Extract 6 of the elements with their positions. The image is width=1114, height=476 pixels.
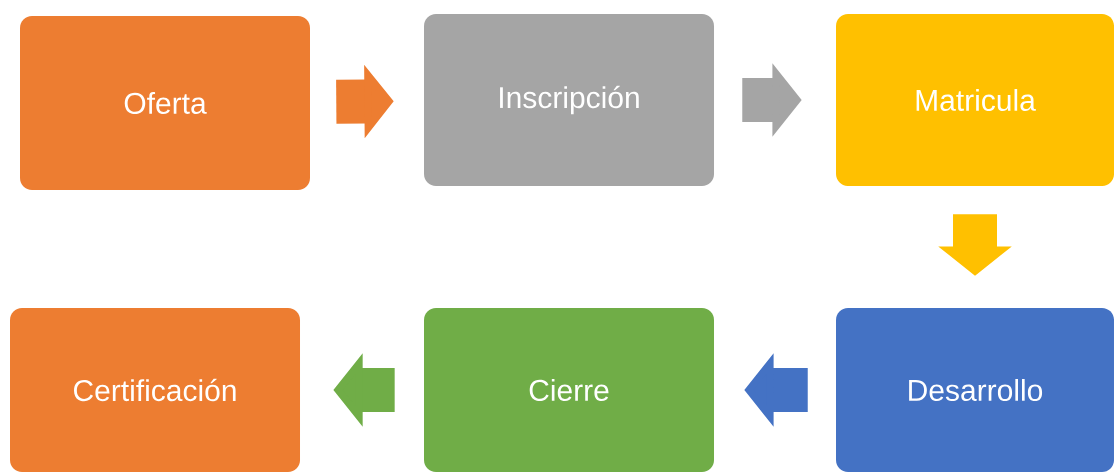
process-box: Desarrollo <box>836 308 1114 472</box>
process-box: Certificación <box>10 308 300 472</box>
process-box: Matricula <box>836 14 1114 186</box>
process-box: Oferta <box>20 16 310 190</box>
process-box: Cierre <box>424 308 714 472</box>
process-box: Inscripción <box>424 14 714 186</box>
